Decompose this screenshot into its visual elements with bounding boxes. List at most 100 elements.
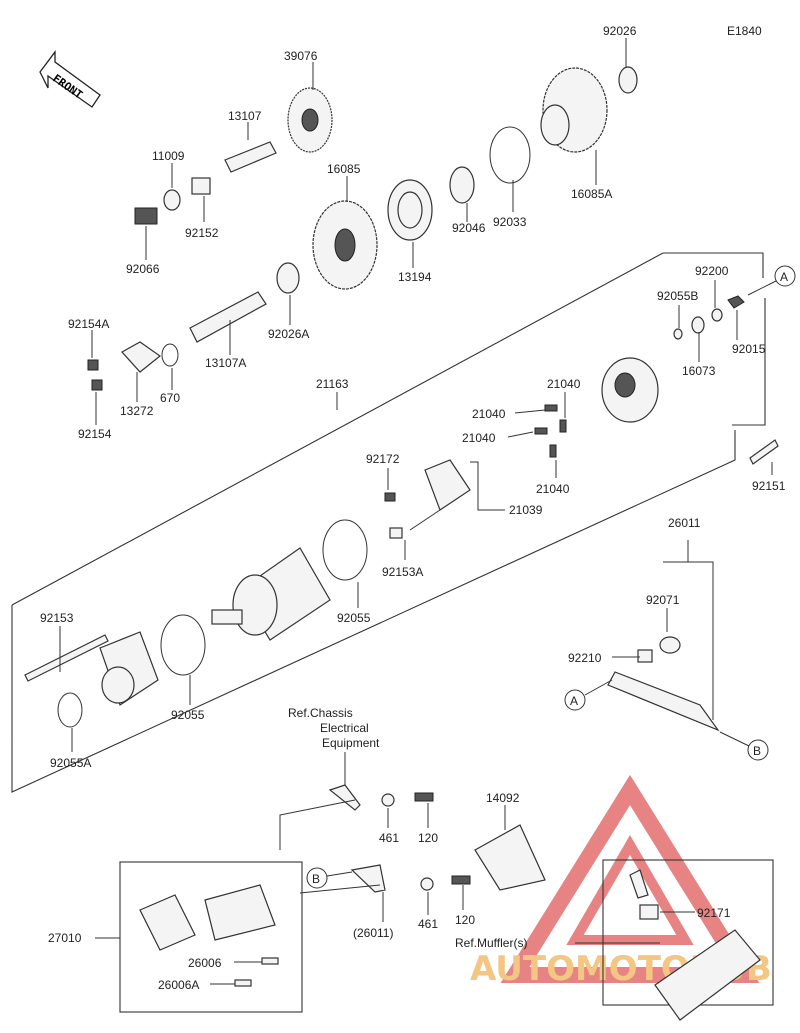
svg-text:A: A	[570, 694, 578, 708]
label-13107A: 13107A	[205, 356, 246, 370]
label-16085A: 16085A	[571, 187, 612, 201]
label-13194: 13194	[398, 270, 432, 284]
bolt-92151	[749, 439, 779, 465]
washer-92200	[711, 308, 723, 322]
washer-92055B	[673, 328, 683, 340]
washer-11009	[163, 189, 181, 211]
label-92171: 92171	[697, 906, 731, 920]
label-92015: 92015	[732, 342, 766, 356]
terminal-upper	[328, 784, 361, 811]
label-92154A: 92154A	[68, 317, 109, 331]
screw-92153A	[389, 527, 403, 539]
label-27010: 27010	[48, 931, 82, 945]
label-21040-c: 21040	[462, 431, 496, 445]
oring-670	[161, 343, 179, 367]
label-461-lower: 461	[418, 917, 438, 931]
shaft-13107	[224, 141, 277, 173]
clamp-92171	[639, 904, 659, 920]
label-26006A: 26006A	[158, 978, 199, 992]
svg-text:B: B	[753, 744, 761, 758]
label-92151: 92151	[752, 479, 786, 493]
bushing-92152	[191, 177, 211, 195]
oring-92055-large	[322, 519, 368, 581]
label-670: 670	[160, 391, 180, 405]
gear-16085A	[540, 67, 608, 153]
end-cover-front	[99, 631, 159, 706]
label-92055-lower: 92055	[171, 708, 205, 722]
bolt-92171-screw	[629, 869, 649, 899]
label-92210: 92210	[568, 651, 602, 665]
label-92055A: 92055A	[50, 756, 91, 770]
label-39076: 39076	[284, 49, 318, 63]
label-11009: 11009	[152, 149, 185, 163]
label-26011: 26011	[668, 516, 701, 530]
label-92055B: 92055B	[657, 289, 698, 303]
bearing-92046	[449, 166, 475, 204]
label-92055-upper: 92055	[337, 611, 371, 625]
label-92071: 92071	[646, 593, 680, 607]
cable-26011	[607, 636, 720, 732]
oring-92055	[160, 614, 206, 676]
bolt-120-upper	[414, 792, 434, 802]
svg-text:A: A	[780, 270, 788, 284]
washer-92026	[618, 66, 638, 94]
label-21040-b: 21040	[472, 407, 506, 421]
ref-chassis-line2: Electrical	[320, 721, 369, 735]
label-92026: 92026	[603, 24, 637, 38]
part-labels: 92026 39076 13107 11009 92152 92066 1608…	[40, 24, 786, 992]
label-92046: 92046	[452, 221, 486, 235]
callout-a-bottom: A	[564, 679, 613, 711]
label-461-upper: 461	[379, 831, 399, 845]
label-120-lower: 120	[455, 913, 475, 927]
circlip-92033	[489, 126, 531, 184]
front-arrow: FRONT	[39, 50, 101, 108]
label-21039: 21039	[509, 503, 543, 517]
ref-muffler: Ref.Muffler(s)	[455, 936, 527, 950]
end-cover-rear	[601, 357, 659, 423]
fuse-26006	[261, 957, 279, 965]
label-21163: 21163	[316, 377, 349, 391]
oring-92055A	[57, 692, 83, 728]
label-13107: 13107	[228, 109, 262, 123]
gear-39076	[287, 87, 333, 153]
bolt-120-lower	[451, 875, 471, 885]
label-21040-d: 21040	[536, 482, 570, 496]
label-92153A: 92153A	[382, 565, 423, 579]
muffler-bracket	[654, 929, 761, 1021]
label-92154: 92154	[78, 427, 112, 441]
starter-assembly-outline	[11, 252, 764, 606]
plate-13272	[121, 341, 162, 373]
relay-box-outline	[119, 861, 303, 1013]
callout-b-right: B	[719, 731, 769, 761]
starter-motor-yoke	[211, 547, 331, 641]
label-21040-a: 21040	[547, 377, 581, 391]
label-14092: 14092	[486, 791, 520, 805]
leader-lines	[59, 38, 773, 985]
relay-27010	[139, 884, 276, 951]
label-92066: 92066	[126, 262, 160, 276]
label-92172: 92172	[366, 452, 400, 466]
relay-cover-14092	[474, 824, 546, 891]
washer-16073	[691, 316, 705, 334]
svg-text:B: B	[312, 872, 320, 886]
brush-holder-21039	[424, 459, 471, 511]
fuse-26006A	[234, 979, 252, 987]
label-92152: 92152	[185, 226, 219, 240]
bolt-92154A	[87, 359, 99, 371]
label-26011-ref: (26011)	[353, 926, 393, 940]
terminal-lower	[350, 864, 386, 893]
label-16073: 16073	[682, 364, 716, 378]
diagram-code: E1840	[727, 24, 762, 38]
callout-a-top: A	[747, 265, 796, 296]
label-16085: 16085	[327, 162, 361, 176]
label-13272: 13272	[120, 404, 154, 418]
nut-461-upper	[381, 793, 395, 807]
label-92033: 92033	[493, 215, 527, 229]
springs-21040	[534, 404, 567, 458]
label-92026A: 92026A	[268, 327, 309, 341]
ref-chassis-line1: Ref.Chassis	[288, 706, 353, 720]
washer-92026A	[276, 262, 300, 294]
bolt-92154	[91, 379, 103, 391]
ref-chassis-line3: Equipment	[322, 736, 380, 750]
